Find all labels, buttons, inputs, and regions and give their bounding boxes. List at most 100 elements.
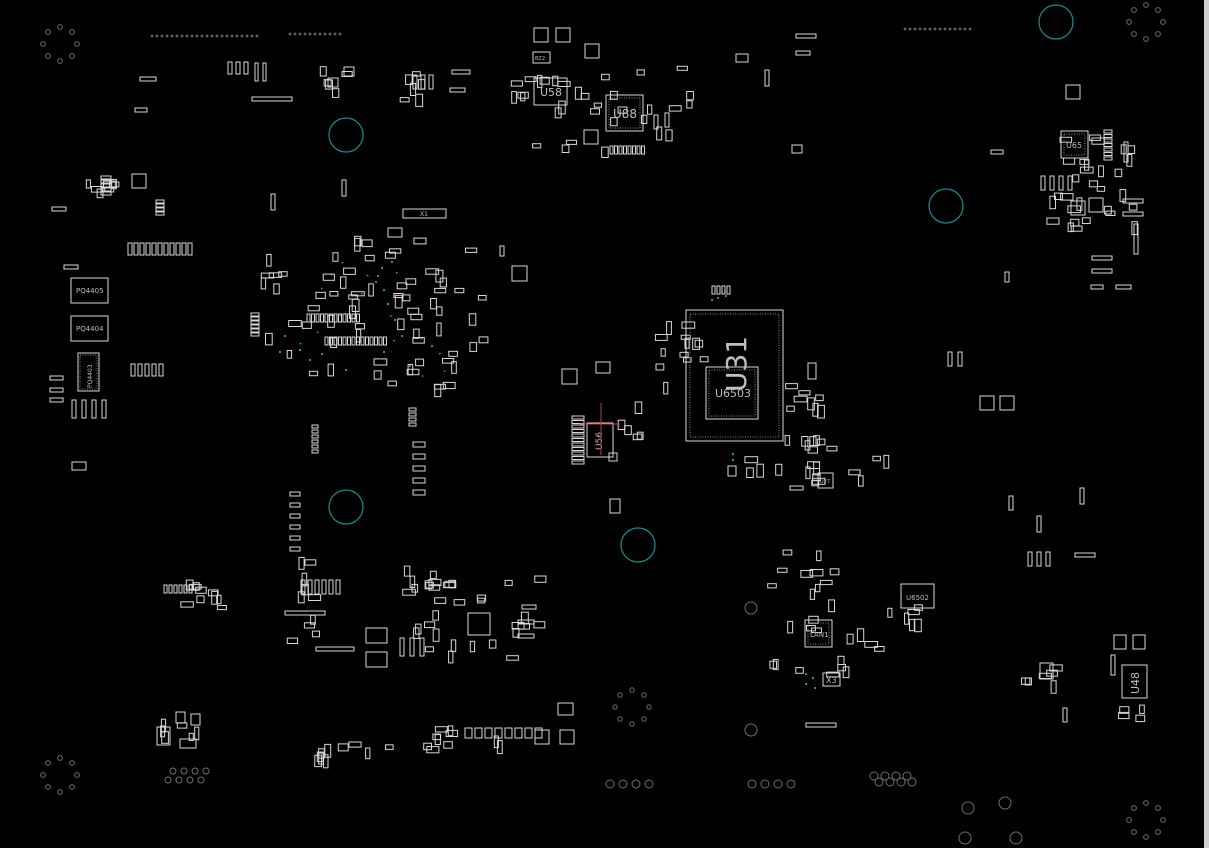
via [338, 32, 342, 36]
via [250, 34, 254, 38]
via [961, 801, 975, 815]
passive-pad [432, 610, 439, 621]
via [313, 32, 317, 36]
pin-pad [571, 447, 585, 451]
pin-pad [412, 489, 426, 496]
chip-u6502[interactable]: U6502 [900, 583, 935, 609]
pin-pad [250, 316, 260, 321]
chip-u31[interactable]: U31 U6503 [685, 309, 784, 442]
passive-pad [1096, 186, 1106, 192]
pin-pad [369, 336, 374, 346]
via [998, 796, 1012, 810]
pin-pad [100, 183, 112, 188]
pin-pad [947, 351, 953, 367]
pin-pad [571, 429, 585, 433]
pin-pad [474, 727, 483, 739]
via [1155, 7, 1161, 13]
slot-pad [521, 604, 537, 610]
pin-pad [289, 546, 301, 552]
square-pad [156, 726, 171, 746]
passive-pad [634, 401, 643, 414]
via [938, 27, 942, 31]
chip-u58[interactable]: U58 [533, 77, 568, 106]
via [303, 32, 307, 36]
label-bz2: BZ2 [535, 56, 545, 62]
via [200, 34, 204, 38]
pin-pad [412, 441, 426, 448]
signal-via [308, 358, 312, 362]
mosfet-pq4403[interactable]: PQ4403 [77, 352, 100, 392]
slot-pad [49, 397, 64, 403]
label-u65: U65 [1066, 141, 1082, 150]
pin-pad [250, 312, 260, 317]
pin-pad [311, 449, 319, 454]
via [880, 771, 890, 781]
chip-u65[interactable]: U65 [1060, 130, 1089, 159]
square-pad [583, 129, 599, 145]
chip-u48[interactable]: U48 [1121, 664, 1148, 699]
passive-pad [826, 671, 840, 678]
passive-pad [432, 733, 442, 741]
slot-pad [315, 646, 355, 652]
slot-pad [795, 33, 817, 39]
via [933, 27, 937, 31]
passive-pad [520, 92, 526, 102]
via [903, 27, 907, 31]
pin-pad [300, 579, 306, 595]
passive-pad [332, 252, 339, 262]
buzzer-bz2[interactable]: BZ2 [532, 51, 551, 64]
chip-u27[interactable]: U27 [817, 472, 834, 489]
chip-lan1[interactable]: LAN1 [804, 619, 833, 648]
square-pad [1088, 197, 1104, 213]
crystal-x1[interactable]: X1 [402, 208, 447, 219]
via [40, 41, 46, 47]
pin-pad [163, 242, 169, 256]
passive-pad [679, 351, 689, 358]
passive-pad [286, 350, 293, 359]
passive-pad [216, 594, 222, 605]
passive-pad [394, 294, 403, 309]
signal-via [366, 274, 369, 277]
passive-pad [415, 93, 424, 107]
passive-pad [826, 445, 838, 452]
signal-via [341, 261, 344, 264]
passive-pad [772, 659, 779, 671]
via [220, 34, 224, 38]
signal-via [382, 288, 386, 292]
pin-pad [187, 242, 193, 256]
via [298, 32, 302, 36]
passive-pad [601, 73, 610, 81]
mosfet-pq4404[interactable]: PQ4404 [70, 315, 109, 342]
passive-pad [315, 291, 326, 299]
square-pad [1113, 634, 1127, 650]
via [943, 27, 947, 31]
chip-u56[interactable]: U56 [580, 403, 620, 458]
crystal-x3[interactable]: X3 [822, 672, 841, 687]
mosfet-pq4405[interactable]: PQ4405 [70, 277, 109, 304]
slot-pad [805, 722, 837, 728]
passive-pad [266, 254, 272, 267]
pin-pad [1040, 175, 1046, 191]
pin-pad [412, 453, 426, 460]
via [74, 772, 80, 778]
passive-pad [385, 744, 394, 750]
passive-pad [1126, 154, 1133, 167]
passive-pad [442, 358, 455, 364]
pin-pad [71, 399, 77, 419]
via [918, 27, 922, 31]
signal-via [400, 334, 404, 338]
via [958, 27, 962, 31]
pin-pad [91, 399, 97, 419]
via [641, 692, 647, 698]
pin-pad [311, 434, 319, 439]
pin-pad [347, 336, 351, 346]
passive-pad [319, 66, 327, 77]
passive-pad [432, 628, 440, 642]
pin-pad [494, 727, 503, 739]
passive-pad [194, 726, 200, 741]
pin-pad [320, 313, 324, 323]
via [191, 767, 199, 775]
square-pad [609, 498, 621, 514]
chip-u88[interactable]: U88 [605, 94, 644, 132]
